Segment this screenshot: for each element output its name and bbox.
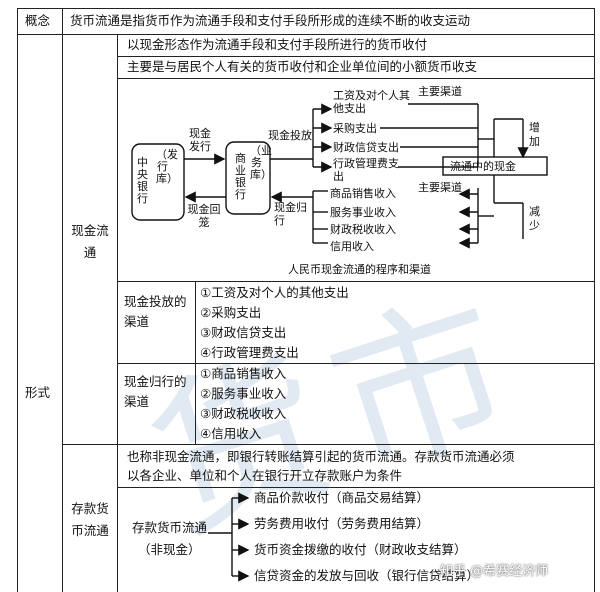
deposit-definition-2: 以各企业、单位和个人在银行开立存款账户为条件 bbox=[127, 468, 403, 483]
return-channel-item-1: ①商品销售收入 bbox=[200, 366, 287, 381]
circulating-cash-label: 流通中的现金 bbox=[450, 160, 516, 173]
return-channel-label: 现金归行的渠道 bbox=[124, 374, 187, 409]
deposit-branch-1: 商品价款收付（商品交易结算） bbox=[254, 490, 430, 505]
issue-item-1: 工资及对个人其他支出 bbox=[333, 89, 410, 115]
footer-credit: 知乎 @希赛经济师 bbox=[440, 564, 549, 579]
issue-channel-item-3: ③财政信贷支出 bbox=[200, 325, 287, 340]
deposit-group-line-2: （非现金） bbox=[138, 542, 201, 557]
issue-item-3: 财政信贷支出 bbox=[333, 141, 399, 154]
issue-channel-item-2: ②采购支出 bbox=[200, 305, 262, 320]
return-channel-item-2: ②服务事业收入 bbox=[200, 386, 287, 401]
cash-circulation-label: 现金流通 bbox=[71, 223, 109, 260]
cash-issue-label: 现金发行 bbox=[189, 127, 211, 153]
main-channel-top: 主要渠道 bbox=[418, 85, 462, 98]
decrease-label: 减少 bbox=[529, 205, 540, 232]
return-item-1: 商品销售收入 bbox=[330, 187, 396, 200]
cash-flow-diagram: 中央银行 （发行库） 商业银行 （业务库） 现金发行 现金回笼 现金投放 现金归… bbox=[118, 79, 594, 281]
return-channel-item-3: ③财政税收收入 bbox=[200, 406, 287, 421]
issue-channel-label: 现金投放的渠道 bbox=[124, 294, 187, 329]
cash-definition-2: 主要是与居民个人有关的货币收付和企业单位间的小额货币收支 bbox=[127, 59, 478, 74]
deposit-branch-4: 信贷资金的发放与回收（银行信贷结算） bbox=[254, 568, 480, 583]
diagram-caption: 人民币现金流通的程序和渠道 bbox=[288, 263, 431, 276]
issue-item-4: 行政管理费支出 bbox=[333, 157, 399, 183]
concept-label: 概念 bbox=[25, 13, 51, 28]
deposit-branch-2: 劳务费用收付（劳务费用结算） bbox=[254, 516, 430, 531]
issue-channel-item-4: ④行政管理费支出 bbox=[200, 345, 299, 360]
deposit-group-line-1: 存款货币流通 bbox=[132, 520, 208, 535]
cash-put-label: 现金投放 bbox=[268, 129, 312, 142]
increase-label: 增加 bbox=[529, 121, 540, 148]
return-item-3: 财政税收收入 bbox=[330, 223, 396, 236]
deposit-definition-1: 也称非现金流通，即银行转账结算引起的货币流通。存款货币流通必须 bbox=[127, 449, 515, 464]
return-item-2: 服务事业收入 bbox=[330, 206, 396, 219]
cash-back-label: 现金归行 bbox=[274, 201, 307, 227]
deposit-circulation-label: 存款货币流通 bbox=[71, 501, 109, 538]
issue-channel-item-1: ①工资及对个人的其他支出 bbox=[200, 285, 349, 300]
deposit-branch-3: 货币资金拨缴的收付（财政收支结算） bbox=[254, 542, 467, 557]
commercial-bank-label: 商业银行 bbox=[235, 152, 246, 201]
cash-definition-1: 以现金形态作为流通手段和支付手段所进行的货币收付 bbox=[127, 37, 428, 52]
return-channel-item-4: ④信用收入 bbox=[200, 426, 262, 441]
cash-return-label: 现金回笼 bbox=[187, 203, 221, 229]
main-channel-bottom: 主要渠道 bbox=[418, 181, 462, 194]
diagram-lines bbox=[131, 103, 548, 249]
return-item-4: 信用收入 bbox=[330, 240, 374, 253]
form-label: 形式 bbox=[25, 385, 51, 400]
issue-item-2: 采购支出 bbox=[333, 122, 377, 135]
central-bank-label: 中央银行 bbox=[137, 156, 148, 205]
concept-text: 货币流通是指货币作为流通手段和支付手段所形成的连续不断的收支运动 bbox=[70, 13, 471, 28]
